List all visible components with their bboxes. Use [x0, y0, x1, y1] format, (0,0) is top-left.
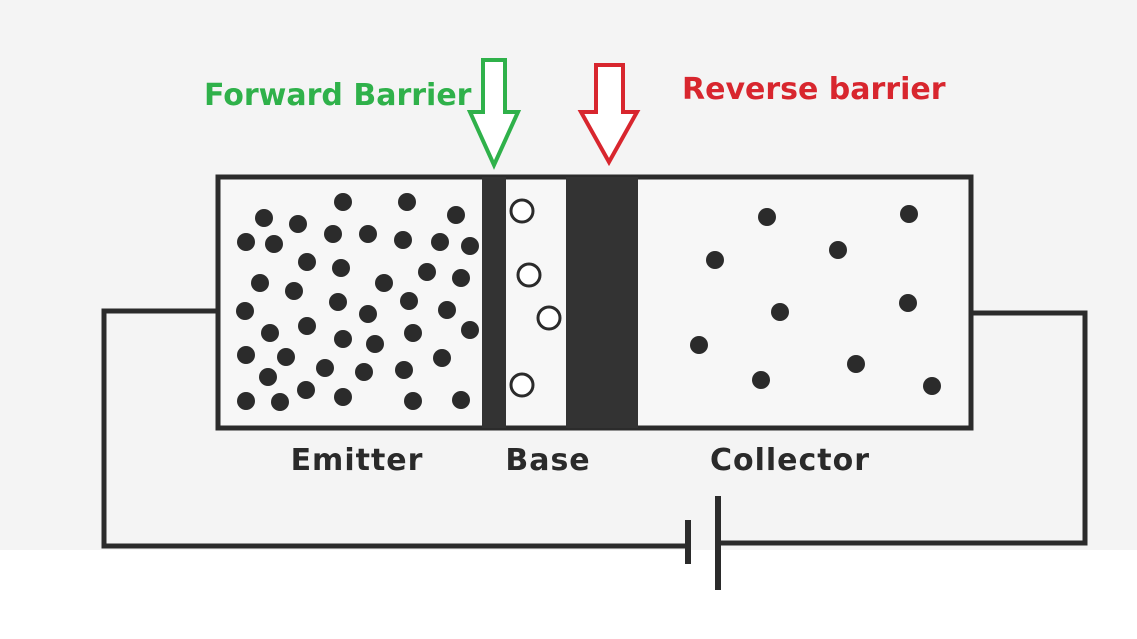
electron	[461, 237, 479, 255]
electron	[771, 303, 789, 321]
electron	[259, 368, 277, 386]
electron	[400, 292, 418, 310]
electron	[899, 294, 917, 312]
electron	[404, 324, 422, 342]
electron	[366, 335, 384, 353]
electron	[271, 393, 289, 411]
electron	[418, 263, 436, 281]
electron	[395, 361, 413, 379]
reverse-depletion-layer	[566, 177, 638, 428]
electron	[298, 253, 316, 271]
electron	[297, 381, 315, 399]
electron	[265, 235, 283, 253]
background-lower	[0, 550, 1137, 639]
electron	[237, 233, 255, 251]
forward-barrier-arrow-icon	[466, 58, 522, 170]
battery-icon	[685, 496, 721, 590]
hole	[509, 372, 535, 398]
electron	[433, 349, 451, 367]
reverse-barrier-label: Reverse barrier	[682, 72, 946, 107]
circuit-wires	[101, 308, 1088, 549]
electron	[289, 215, 307, 233]
electron	[438, 301, 456, 319]
hole	[536, 305, 562, 331]
electron	[237, 392, 255, 410]
electron	[447, 206, 465, 224]
electron	[829, 241, 847, 259]
electron	[251, 274, 269, 292]
electron	[900, 205, 918, 223]
emitter-electrons	[236, 193, 479, 411]
electron	[758, 208, 776, 226]
base-label: Base	[505, 443, 590, 478]
electron	[404, 392, 422, 410]
electron	[398, 193, 416, 211]
collector-label: Collector	[710, 443, 870, 478]
electron	[847, 355, 865, 373]
collector-region	[638, 180, 968, 425]
electron	[261, 324, 279, 342]
electron	[706, 251, 724, 269]
electron	[298, 317, 316, 335]
electron	[452, 269, 470, 287]
electron	[752, 371, 770, 389]
electron	[277, 348, 295, 366]
emitter-label: Emitter	[291, 443, 424, 478]
base-holes	[509, 198, 562, 398]
electron	[431, 233, 449, 251]
electron	[332, 259, 350, 277]
electron	[316, 359, 334, 377]
electron	[334, 330, 352, 348]
electron	[334, 388, 352, 406]
electron	[690, 336, 708, 354]
reverse-barrier-arrow-icon	[577, 63, 641, 167]
electron	[375, 274, 393, 292]
electron	[334, 193, 352, 211]
electron	[923, 377, 941, 395]
electron	[359, 305, 377, 323]
electron	[329, 293, 347, 311]
hole	[509, 198, 535, 224]
collector-electrons	[690, 205, 941, 395]
forward-depletion-layer	[482, 177, 506, 428]
electron	[461, 321, 479, 339]
electron	[237, 346, 255, 364]
forward-barrier-label: Forward Barrier	[204, 78, 472, 113]
electron	[324, 225, 342, 243]
hole	[516, 262, 542, 288]
electron	[255, 209, 273, 227]
electron	[394, 231, 412, 249]
electron	[355, 363, 373, 381]
electron	[236, 302, 254, 320]
electron	[359, 225, 377, 243]
electron	[285, 282, 303, 300]
electron	[452, 391, 470, 409]
